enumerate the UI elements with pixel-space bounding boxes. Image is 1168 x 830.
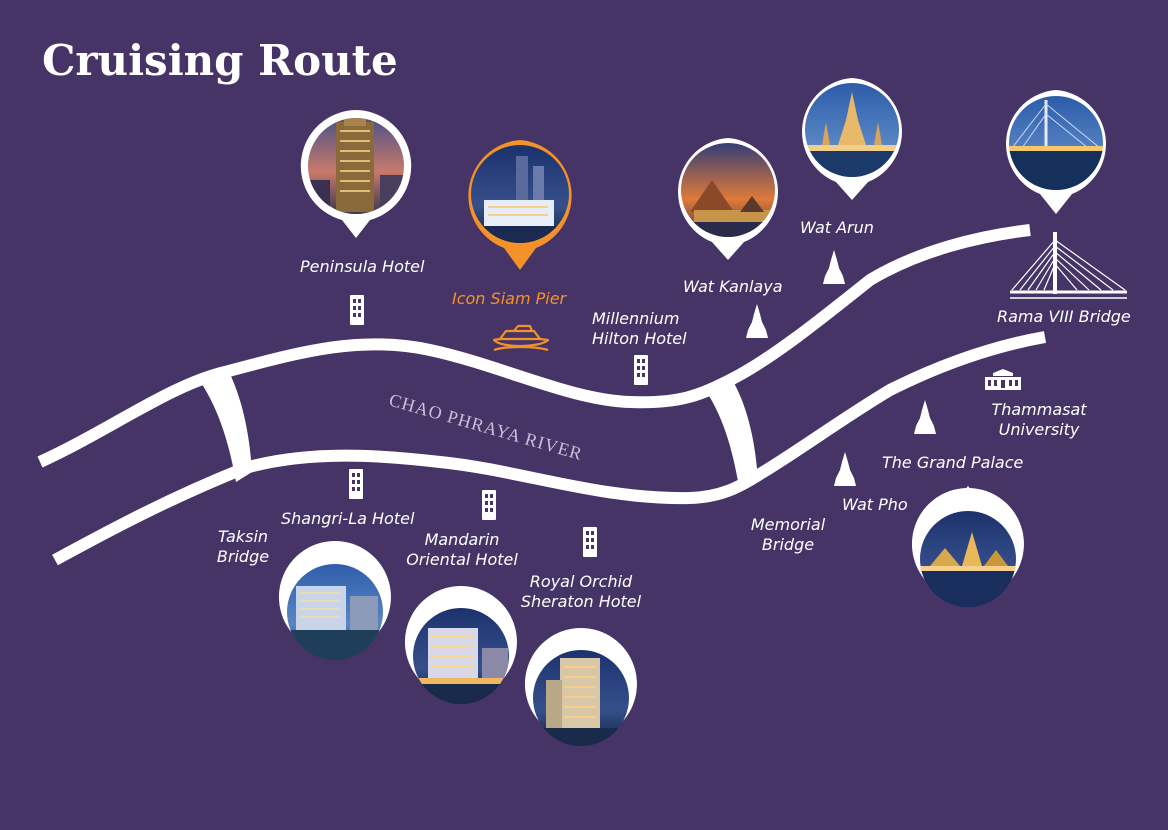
- temple-stupa-icon: [834, 452, 856, 486]
- label-millennium-hilton-hotel: Millennium Hilton Hotel: [592, 309, 687, 349]
- label-shangri-la-hotel: Shangri-La Hotel: [281, 509, 415, 528]
- label-rama-viii-bridge: Rama VIII Bridge: [997, 307, 1131, 326]
- cable-bridge-icon: [1010, 232, 1127, 299]
- label-taksin-line2: Bridge: [216, 547, 270, 566]
- photo-pin-royal-orchid-sheraton-hotel[interactable]: [524, 628, 637, 756]
- label-taksin-bridge: Taksin Bridge: [208, 527, 278, 567]
- temple-stupa-icon: [746, 304, 768, 338]
- label-memorial-bridge: Memorial Bridge: [743, 515, 833, 555]
- photo-pin-peninsula-hotel[interactable]: [300, 110, 412, 238]
- label-wat-arun: Wat Arun: [800, 218, 874, 237]
- label-icon-siam-pier: Icon Siam Pier: [452, 289, 567, 308]
- label-mandarin-line2: Oriental Hotel: [406, 550, 518, 569]
- label-millennium-line2: Hilton Hotel: [592, 329, 687, 348]
- memorial-bridge: [704, 376, 758, 492]
- page-title: Cruising Route: [42, 36, 398, 85]
- university-building-icon: [985, 369, 1021, 390]
- label-mandarin-oriental-hotel: Mandarin Oriental Hotel: [398, 530, 526, 570]
- temple-stupa-icon: [914, 400, 936, 434]
- label-memorial-line1: Memorial: [750, 515, 826, 534]
- photo-pin-mandarin-oriental-hotel[interactable]: [404, 586, 517, 714]
- label-royal-orchid-sheraton-hotel: Royal Orchid Sheraton Hotel: [512, 572, 650, 612]
- photo-pin-grand-palace[interactable]: [911, 486, 1024, 615]
- label-thammasat-university: Thammasat University: [984, 400, 1094, 440]
- photo-pin-wat-kanlaya[interactable]: [676, 138, 784, 260]
- label-memorial-line2: Bridge: [761, 535, 815, 554]
- label-peninsula-hotel: Peninsula Hotel: [300, 257, 425, 276]
- label-thammasat-line2: University: [998, 420, 1080, 439]
- label-mandarin-line1: Mandarin: [424, 530, 500, 549]
- taksin-bridge: [198, 366, 252, 482]
- label-royal-orchid-line1: Royal Orchid: [529, 572, 633, 591]
- photo-pin-icon-siam[interactable]: [466, 140, 576, 270]
- temple-stupa-icon: [823, 250, 845, 284]
- label-wat-pho: Wat Pho: [842, 495, 908, 514]
- photo-pin-rama-viii-bridge[interactable]: [1004, 90, 1112, 214]
- label-wat-kanlaya: Wat Kanlaya: [683, 277, 783, 296]
- label-thammasat-line1: Thammasat: [991, 400, 1087, 419]
- label-millennium-line1: Millennium: [592, 309, 680, 328]
- label-taksin-line1: Taksin: [217, 527, 269, 546]
- hotel-building-icon: [634, 355, 648, 385]
- label-royal-orchid-line2: Sheraton Hotel: [520, 592, 642, 611]
- boat-icon: [492, 324, 550, 352]
- hotel-building-icon: [350, 295, 364, 325]
- hotel-building-icon: [349, 469, 363, 499]
- photo-pin-wat-arun[interactable]: [800, 78, 908, 200]
- hotel-building-icon: [583, 527, 597, 557]
- hotel-building-icon: [482, 490, 496, 520]
- river-name: CHAO PHRAYA RIVER: [387, 390, 585, 464]
- label-the-grand-palace: The Grand Palace: [882, 453, 1024, 472]
- photo-pin-shangri-la-hotel[interactable]: [278, 541, 391, 670]
